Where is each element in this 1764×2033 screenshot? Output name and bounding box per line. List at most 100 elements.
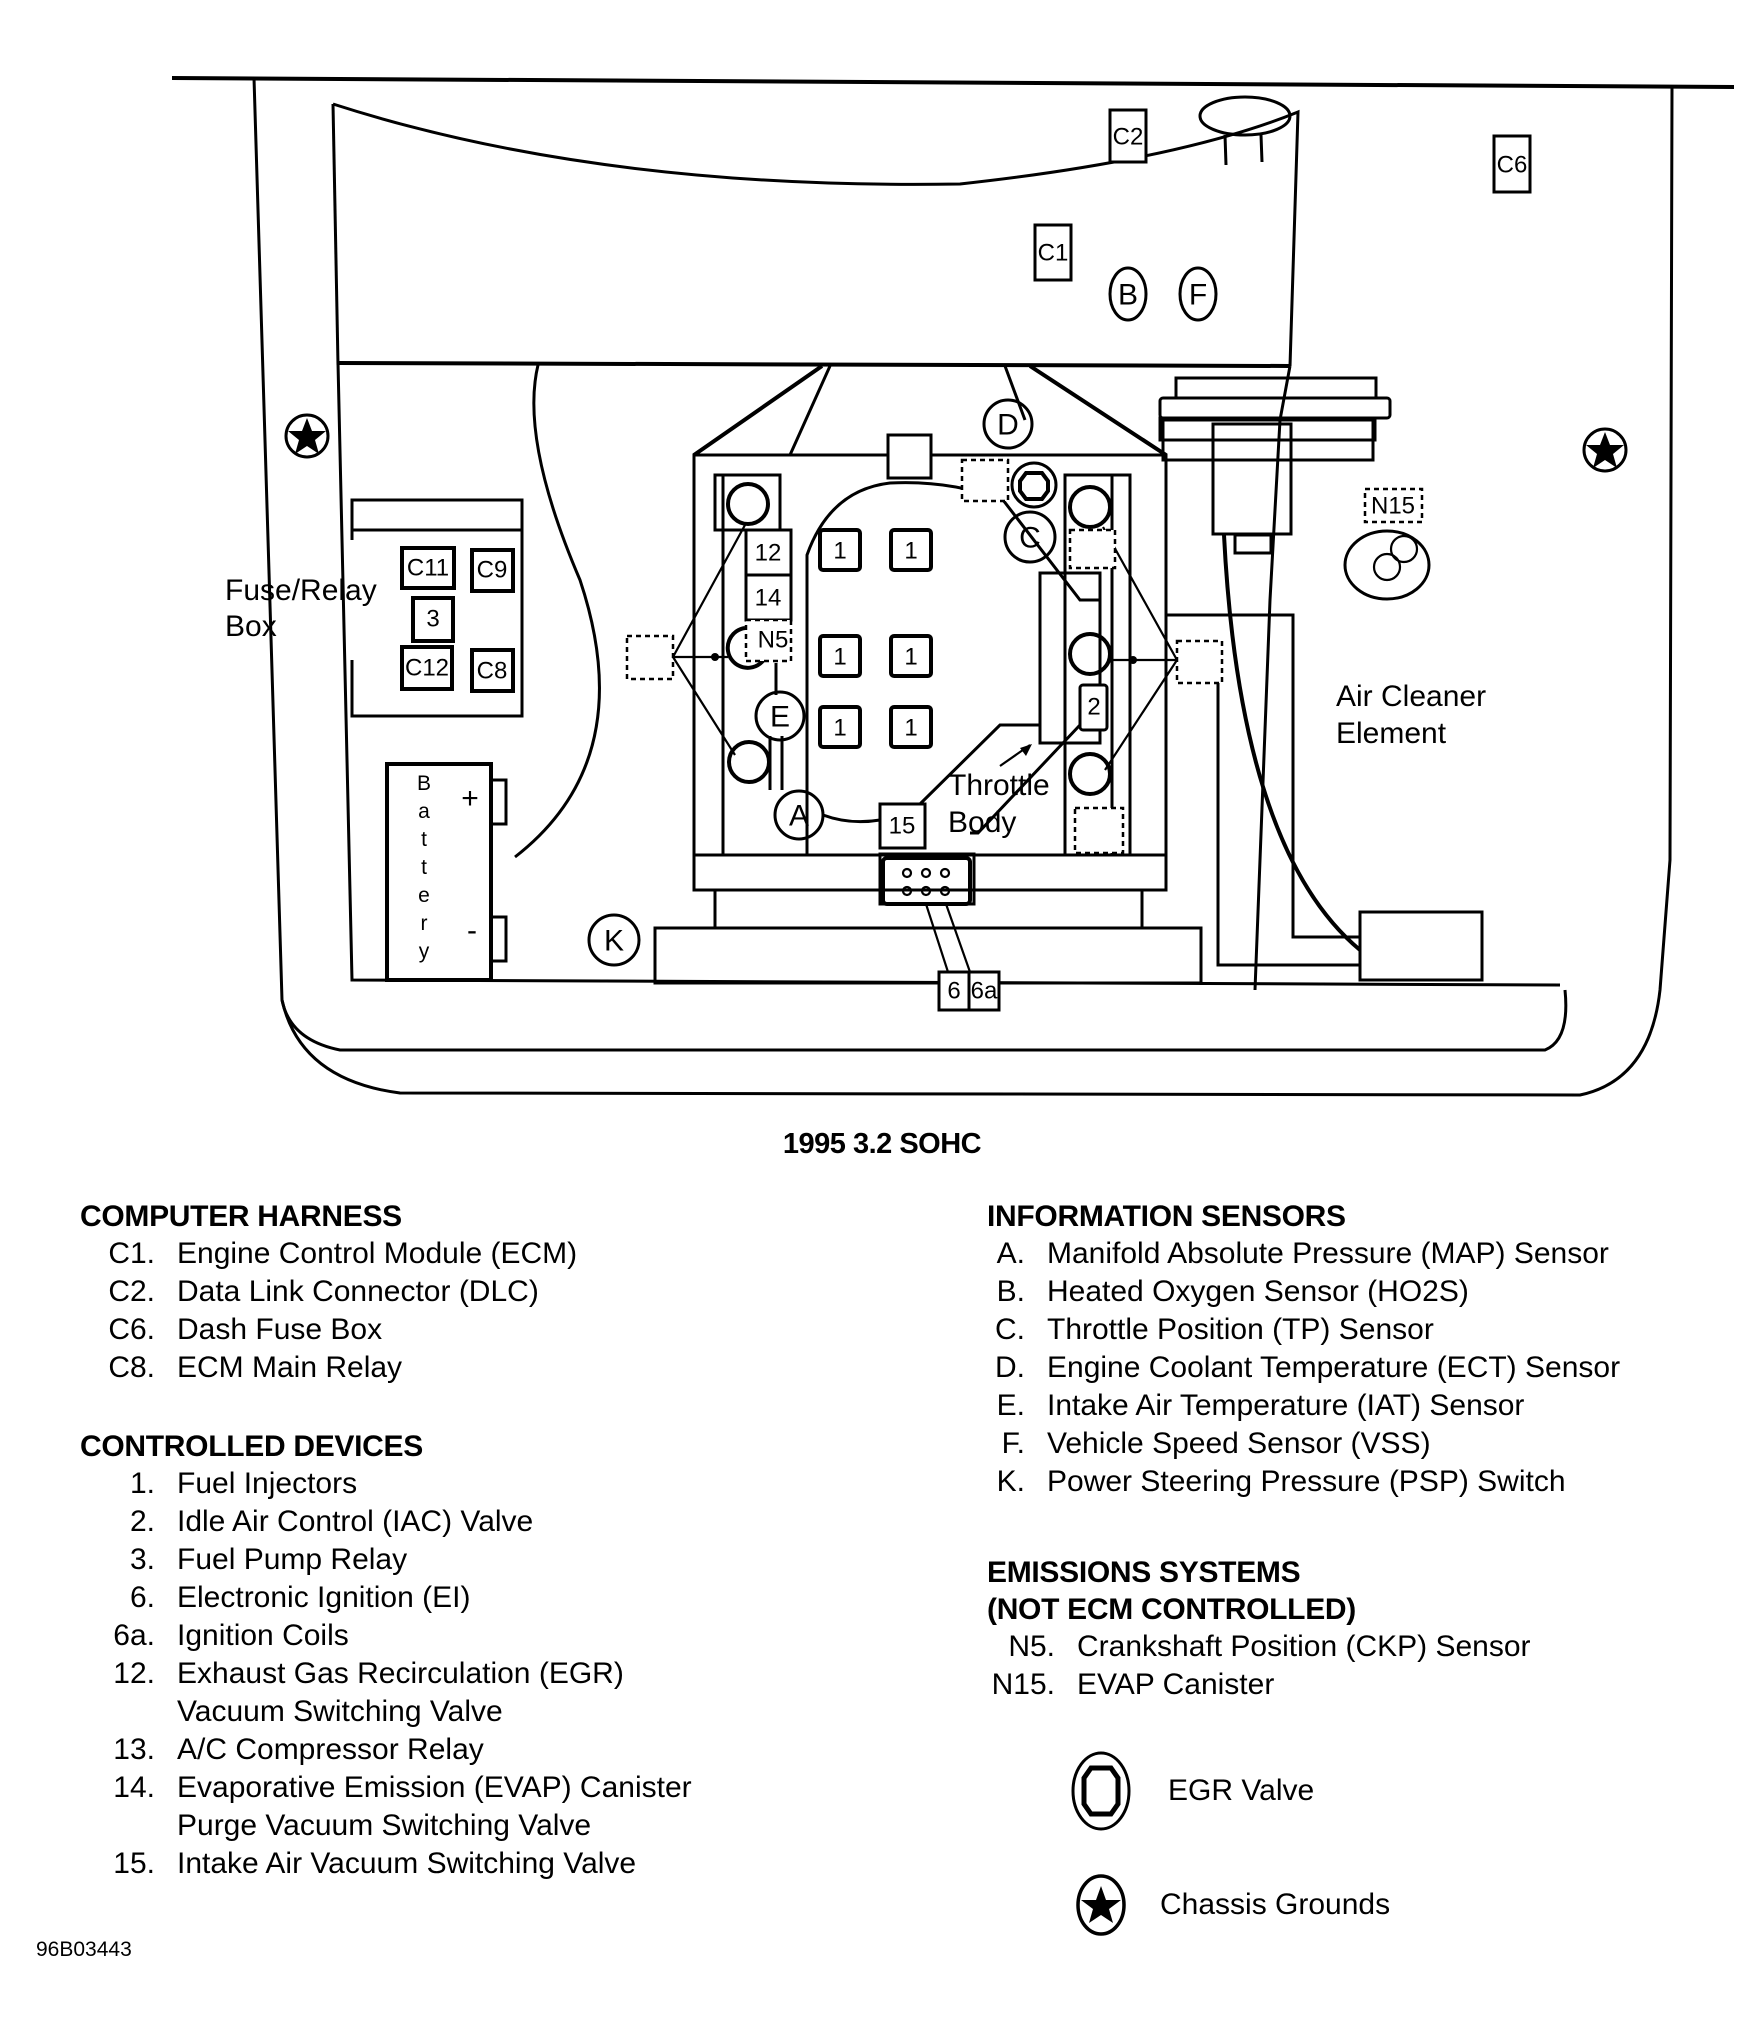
fuel-injector-label: 1: [833, 644, 846, 671]
sensor-b-marker: [1108, 266, 1148, 322]
legend-item: 2.Idle Air Control (IAC) Valve: [80, 1503, 692, 1541]
legend-item-desc-line: A/C Compressor Relay: [177, 1733, 484, 1766]
egr-valve-marker: [1010, 461, 1058, 509]
legend-item-desc-line: Crankshaft Position (CKP) Sensor: [1077, 1630, 1531, 1663]
legend-item: 13. A/C Compressor Relay: [80, 1731, 692, 1769]
battery-label-letter: t: [421, 856, 427, 879]
label-ckp-sensor: N5: [758, 627, 789, 654]
legend-item-desc-line: Engine Control Module (ECM): [177, 1237, 578, 1270]
legend-item-code: N5.: [1008, 1630, 1055, 1663]
fuel-injector-box: [889, 634, 933, 678]
legend-item: E.Intake Air Temperature (IAT) Sensor: [987, 1387, 1620, 1425]
legend-item-desc: Crankshaft Position (CKP) Sensor: [1077, 1628, 1531, 1666]
legend-item-code: C6.: [108, 1313, 155, 1346]
legend-item: 3.Fuel Pump Relay: [80, 1541, 692, 1579]
symbol-label: EGR Valve: [1168, 1774, 1315, 1807]
legend-item-desc-line: Purge Vacuum Switching Valve: [177, 1809, 592, 1842]
label-sensor-b: B: [1118, 279, 1138, 312]
legend-item-desc-line: EVAP Canister: [1077, 1668, 1275, 1701]
legend-information-sensors: INFORMATION SENSORS A.Manifold Absolute …: [987, 1198, 1620, 1501]
fuse-relay-box: [350, 498, 524, 718]
section-heading: INFORMATION SENSORS: [987, 1200, 1346, 1233]
chassis-ground-right: [1582, 427, 1628, 473]
sensor-e-marker: [754, 690, 806, 742]
section-heading: CONTROLLED DEVICES: [80, 1430, 423, 1463]
legend-item: 1.Fuel Injectors: [80, 1465, 692, 1503]
legend-item-desc: Power Steering Pressure (PSP) Switch: [1047, 1463, 1620, 1501]
cylinder-left-1: [726, 482, 770, 526]
steering-column-knob: [1198, 95, 1292, 137]
fuel-injector-box: [818, 705, 862, 749]
legend-item-desc: A/C Compressor Relay: [177, 1731, 692, 1769]
legend-item-desc-line: Dash Fuse Box: [177, 1313, 383, 1346]
legend-item-desc: Engine Control Module (ECM): [177, 1235, 577, 1273]
legend-item-desc: Ignition Coils: [177, 1617, 692, 1655]
legend-item: 6a.Ignition Coils: [80, 1617, 692, 1655]
legend-item-desc-line: Power Steering Pressure (PSP) Switch: [1047, 1465, 1566, 1498]
label-sensor-k: K: [604, 925, 624, 958]
legend-item-desc-line: Throttle Position (TP) Sensor: [1047, 1313, 1434, 1346]
legend-item: C6. Dash Fuse Box: [80, 1311, 577, 1349]
legend-symbol-chassis-ground: Chassis Grounds: [1068, 1872, 1390, 1938]
connector-c1: [1033, 223, 1073, 282]
fuel-injector-label: 1: [904, 538, 917, 565]
legend-item-code: 15.: [113, 1847, 155, 1880]
air-cleaner-label-1: Air Cleaner: [1336, 680, 1486, 713]
dashed-component-right-bottom: [1073, 806, 1125, 855]
legend-item-code: E.: [996, 1389, 1025, 1422]
battery: [385, 762, 508, 982]
legend-item-code: 14.: [113, 1771, 155, 1804]
legend-item-desc: Manifold Absolute Pressure (MAP) Sensor: [1047, 1235, 1620, 1273]
label-fuel-pump-relay: 3: [426, 606, 439, 633]
legend-item-code: 13.: [113, 1733, 155, 1766]
fuel-injector-label: 1: [833, 538, 846, 565]
dashed-component-egr-area: [960, 458, 1010, 503]
label-c9: C9: [477, 557, 508, 584]
steering-column-stem: [1223, 134, 1264, 166]
legend-item: K. Power Steering Pressure (PSP) Switch: [987, 1463, 1620, 1501]
evap-canister: [1343, 529, 1431, 601]
section-heading-line2: (NOT ECM CONTROLLED): [987, 1593, 1356, 1626]
sensor-c-marker: [1003, 510, 1057, 564]
legend-item-desc: Throttle Position (TP) Sensor: [1047, 1311, 1620, 1349]
legend-item: C2.Data Link Connector (DLC): [80, 1273, 577, 1311]
label-sensor-a: A: [789, 800, 809, 833]
label-sensor-d: D: [997, 409, 1019, 442]
legend-item-desc-line: Vacuum Switching Valve: [177, 1695, 503, 1728]
component-n5-box: [744, 618, 793, 663]
ignition-connector: [878, 852, 976, 973]
cylinder-right-3: [1068, 752, 1112, 796]
label-evap-purge-vsv: 14: [755, 585, 782, 612]
component-15-box: [878, 802, 927, 850]
firewall-line: [337, 361, 1291, 368]
label-c1: C1: [1038, 240, 1069, 267]
throttle-body-label-2: Body: [948, 806, 1016, 839]
legend-item-desc-line: Vehicle Speed Sensor (VSS): [1047, 1427, 1431, 1460]
sensor-e-leads: [768, 663, 784, 790]
label-evap-canister: N15: [1371, 493, 1415, 520]
legend-list: A.Manifold Absolute Pressure (MAP) Senso…: [987, 1235, 1620, 1501]
legend-item-code: 1.: [129, 1467, 155, 1500]
sensor-k-marker: [587, 913, 641, 967]
legend-item-code: K.: [996, 1465, 1025, 1498]
dashed-ignition-left: [625, 634, 675, 681]
legend-item-code: N15.: [991, 1668, 1055, 1701]
air-cleaner-label-2: Element: [1336, 717, 1447, 750]
legend-item-desc-line: Heated Oxygen Sensor (HO2S): [1047, 1275, 1469, 1308]
legend-item-desc: ECM Main Relay: [177, 1349, 577, 1387]
chassis-ground-icon: [1076, 1874, 1126, 1936]
section-heading: COMPUTER HARNESS: [80, 1200, 402, 1233]
air-intake-assembly: [1158, 376, 1392, 985]
label-c11: C11: [407, 555, 449, 582]
label-electronic-ignition: 6: [947, 978, 960, 1005]
legend-item: 15.Intake Air Vacuum Switching Valve: [80, 1845, 692, 1883]
legend-item-desc: Data Link Connector (DLC): [177, 1273, 577, 1311]
legend-item-desc-line: Electronic Ignition (EI): [177, 1581, 471, 1614]
battery-label-letter: a: [418, 800, 430, 823]
figure-id: 96B03443: [36, 1938, 132, 1961]
cylinder-left-2: [725, 626, 768, 670]
legend-item: 6.Electronic Ignition (EI): [80, 1579, 692, 1617]
label-intake-air-vsv: 15: [889, 813, 916, 840]
